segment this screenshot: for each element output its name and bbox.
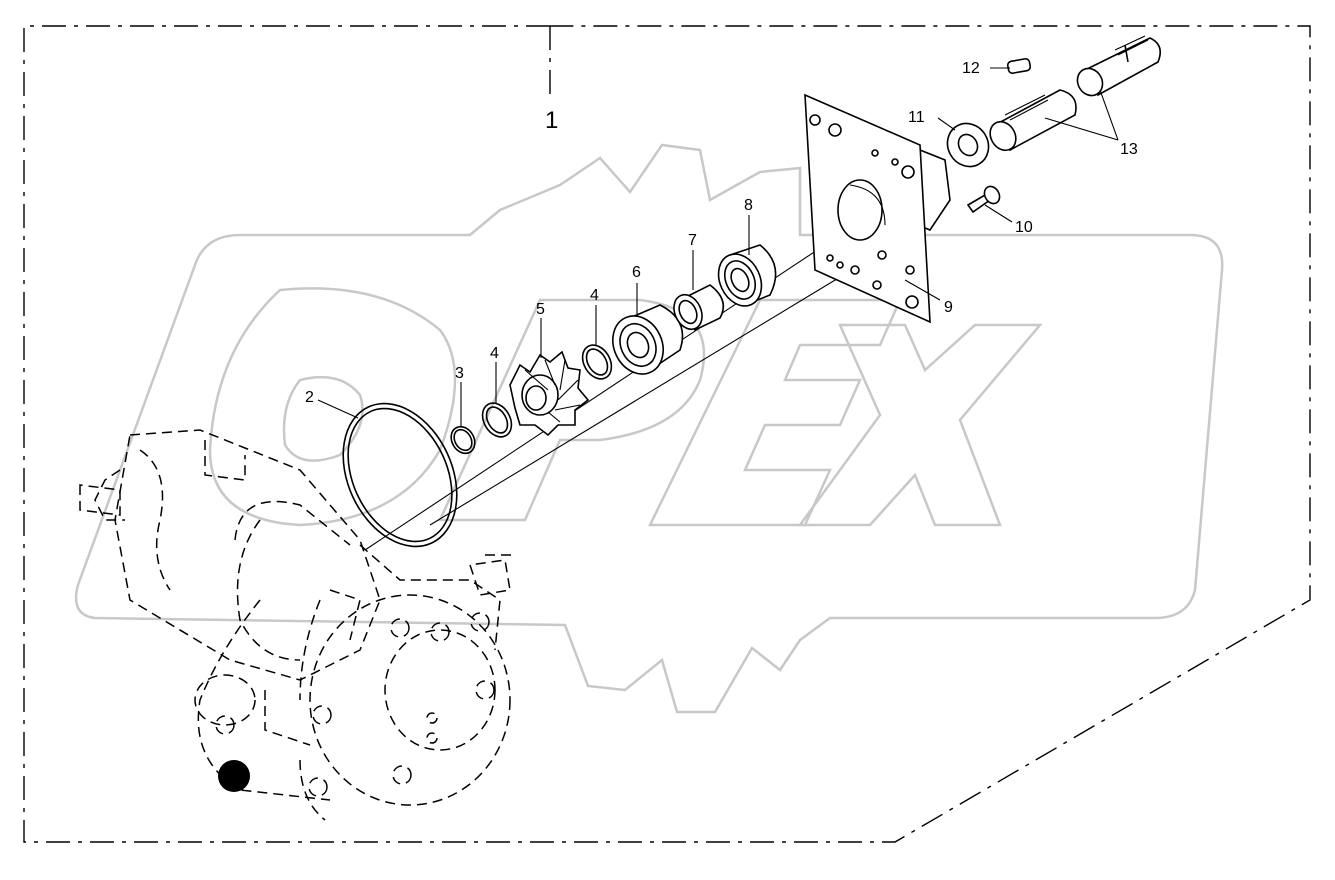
watermark-letter-x [797, 323, 1043, 527]
snap-ring [450, 425, 476, 455]
leader-lines [317, 67, 1119, 427]
watermark-letter-e [647, 298, 902, 527]
callouts: 1 2 3 4 4 5 6 7 8 9 10 11 12 13 [305, 60, 1138, 406]
callout-3: 3 [455, 365, 464, 382]
callout-8: 8 [744, 197, 753, 214]
callout-13: 13 [1120, 141, 1138, 158]
shim-washer-2 [581, 344, 613, 380]
callout-11: 11 [908, 109, 925, 126]
callout-1: 1 [545, 107, 558, 134]
assembly-axis [364, 214, 871, 551]
watermark-letter-p [438, 298, 706, 522]
bolt-axis [429, 267, 856, 526]
callout-12: 12 [962, 60, 980, 77]
spacer-sleeve [673, 284, 725, 332]
flange-housing [804, 93, 951, 324]
drain-plug [218, 760, 250, 792]
watermark-letter-o [208, 287, 457, 527]
o-ring [342, 402, 458, 548]
assembly-boundary [23, 25, 1311, 843]
callout-4a: 4 [490, 345, 499, 362]
bevel-gear [509, 350, 590, 437]
callout-5: 5 [536, 301, 545, 318]
callout-10: 10 [1015, 219, 1033, 236]
drive-shaft [989, 35, 1161, 152]
watermark-gear [74, 143, 1224, 714]
callout-7: 7 [688, 232, 697, 249]
opex-watermark [74, 143, 1224, 714]
gearbox-housing-phantom [79, 429, 515, 821]
cap-screw [966, 185, 1001, 214]
seal-ring [946, 122, 990, 168]
callout-6: 6 [632, 264, 641, 281]
shim-washer-1 [481, 402, 513, 438]
callout-2: 2 [305, 389, 314, 406]
shaft-key [1006, 58, 1032, 74]
callout-9: 9 [944, 299, 953, 316]
ball-bearing-1 [612, 304, 684, 375]
assembly-frame [23, 25, 1311, 843]
cover-bolts [215, 612, 495, 797]
callout-4b: 4 [590, 287, 599, 304]
ball-bearing-2 [717, 244, 777, 307]
